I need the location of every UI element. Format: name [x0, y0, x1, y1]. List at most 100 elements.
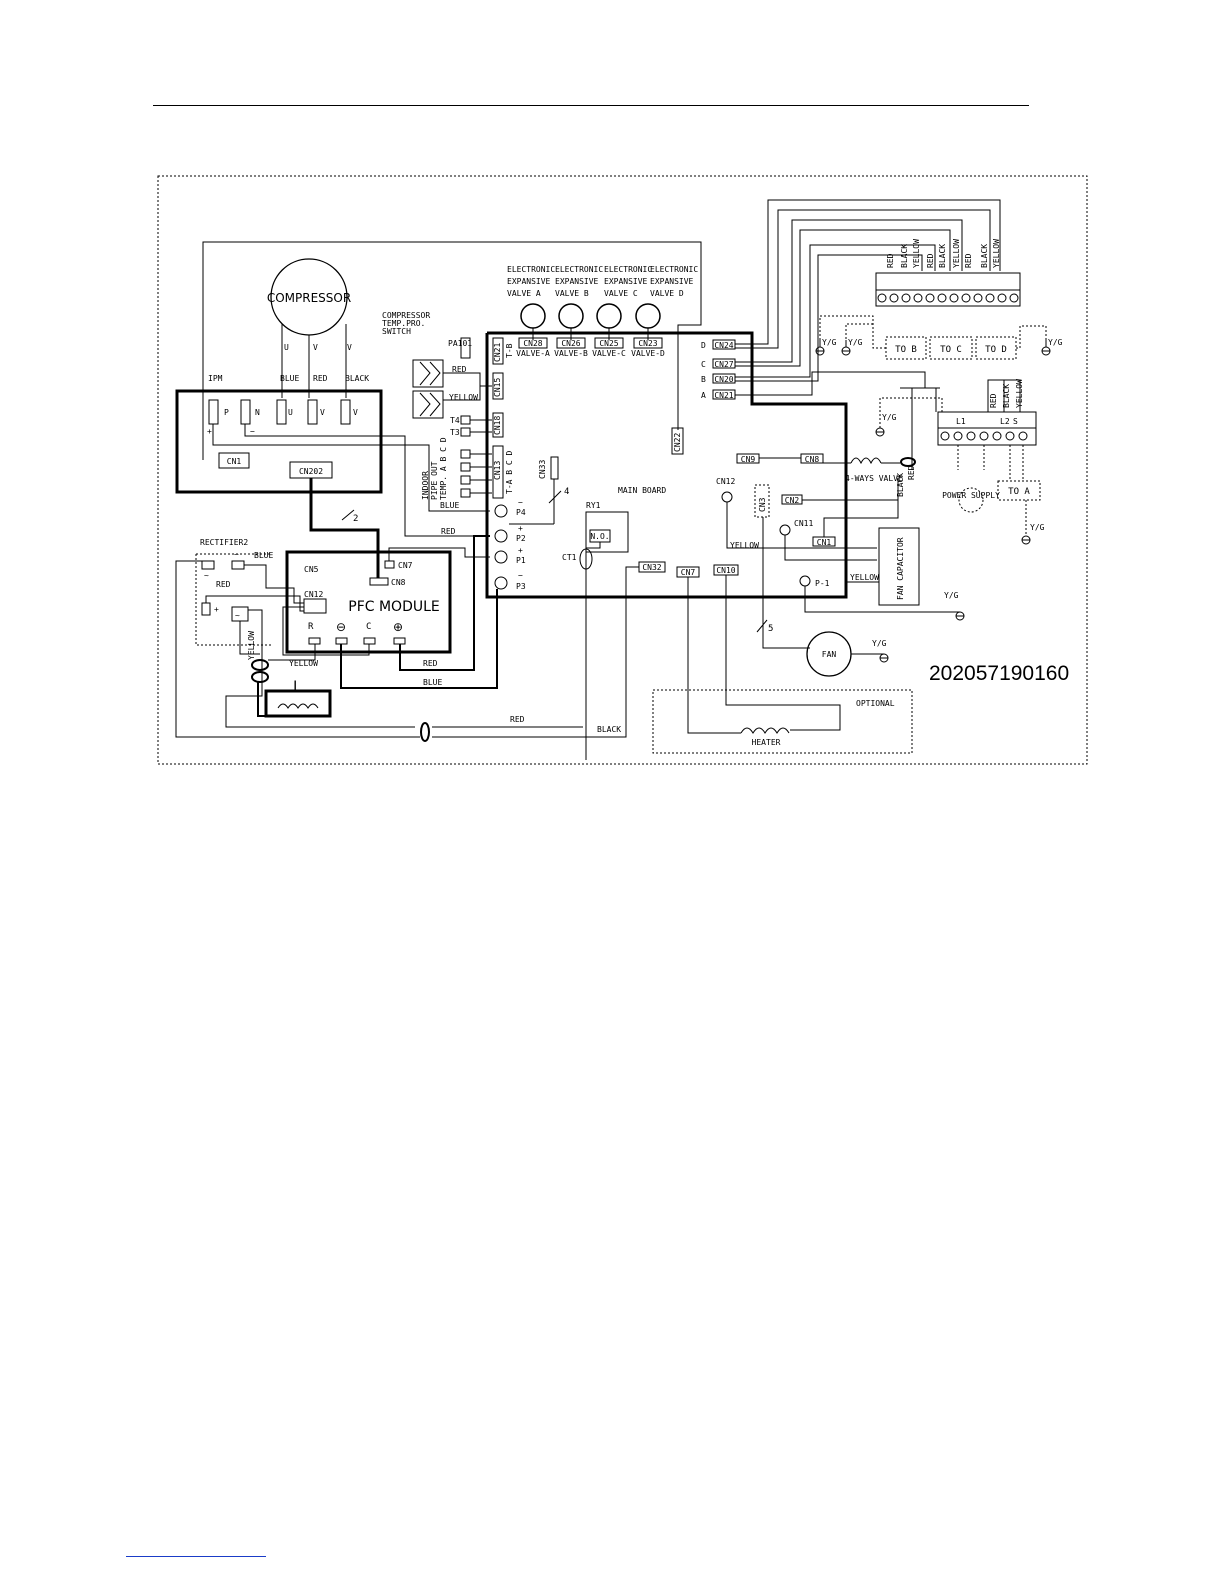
- compressor-switch-label-3: SWITCH: [382, 327, 411, 336]
- relay-red: [412, 359, 444, 388]
- reactor-yellow-label: YELLOW: [289, 659, 318, 668]
- branch-d-label: D: [701, 341, 706, 350]
- optional-heater-box: [652, 689, 913, 754]
- to-a-label: TO A: [1008, 487, 1030, 497]
- ground-icon: [1021, 535, 1031, 545]
- relay-red-label: RED: [452, 365, 467, 374]
- reactor-label: L: [293, 679, 301, 695]
- relay-yellow: [412, 390, 444, 419]
- ground-icon: [815, 340, 825, 356]
- cn20-label: CN20: [714, 375, 733, 384]
- ipm-cn1-label: CN1: [227, 457, 242, 466]
- svg-text:−: −: [518, 498, 523, 507]
- svg-text:+: +: [518, 546, 523, 555]
- svg-text:ELECTRONIC: ELECTRONIC: [555, 265, 603, 274]
- p4-blue-label: BLUE: [440, 501, 459, 510]
- pfc-c-label: C: [366, 622, 371, 632]
- cn32-label: CN32: [642, 563, 661, 572]
- ct1-label: CT1: [562, 553, 577, 562]
- cn10-label: CN10: [716, 566, 735, 575]
- svg-text:EXPANSIVE: EXPANSIVE: [555, 277, 599, 286]
- t3-label: T3: [450, 428, 460, 437]
- svg-text:EXPANSIVE: EXPANSIVE: [604, 277, 648, 286]
- ground-label-4: Y/G: [882, 413, 897, 422]
- pfc-cn7-label: CN7: [398, 561, 413, 570]
- top-term-red-3: RED: [964, 253, 973, 268]
- black-bottom-label: BLACK: [597, 725, 621, 734]
- ground-label-7: Y/G: [872, 639, 887, 648]
- indoor-pipe-label-3: TEMP. A B C D: [439, 437, 448, 500]
- branch-a-label: A: [701, 391, 706, 400]
- svg-text:VALVE-B: VALVE-B: [554, 349, 588, 358]
- cn25-label: CN25: [599, 339, 618, 348]
- bundle-5-label: 5: [768, 624, 773, 634]
- cn7-label: CN7: [681, 568, 696, 577]
- main-board: [485, 331, 848, 599]
- power-supply-label: POWER SUPPLY: [942, 491, 1000, 500]
- top-term-yellow-2: YELLOW: [952, 239, 961, 268]
- pfc-minus-symbol: ⊖: [336, 620, 346, 634]
- terminal-p1: [494, 550, 508, 564]
- svg-text:+: +: [207, 427, 212, 436]
- terminal-p4-label: P4: [516, 508, 526, 517]
- ground-label-2: Y/G: [848, 338, 863, 347]
- to-b-label: TO B: [895, 345, 917, 355]
- compressor-switch-label-2: TEMP.PRO.: [382, 319, 425, 328]
- top-term-black-1: BLACK: [900, 244, 909, 268]
- branch-c-label: C: [701, 360, 706, 369]
- cn8-label: CN8: [805, 455, 820, 464]
- page-header-rule: [153, 105, 1029, 106]
- ground-icon: [879, 653, 889, 663]
- ground-icon: [841, 340, 851, 356]
- fan-label: FAN: [822, 650, 837, 659]
- svg-text:ELECTRONIC: ELECTRONIC: [507, 265, 555, 274]
- pfc-blue-label: BLUE: [423, 678, 442, 687]
- main-term-red: RED: [989, 393, 998, 408]
- four-way-valve-coil: [850, 457, 882, 465]
- top-term-yellow-3: YELLOW: [992, 239, 1001, 268]
- cn12-label: CN12: [716, 477, 735, 486]
- compressor-label: COMPRESSOR: [267, 291, 351, 305]
- ipm-w-label: V: [353, 408, 358, 417]
- wire-red-label: RED: [313, 374, 328, 383]
- ipm-cn1-connector: [218, 452, 250, 469]
- rectifier-blue-label: BLUE: [254, 551, 273, 560]
- t4-label: T4: [450, 416, 460, 425]
- wire-blue-label: BLUE: [280, 374, 299, 383]
- ipm-v-label: V: [320, 408, 325, 417]
- svg-text:+: +: [214, 605, 219, 614]
- ground-label-5: Y/G: [1030, 523, 1045, 532]
- cn12-yellow-label: YELLOW: [730, 541, 759, 550]
- red-bottom-label: RED: [510, 715, 525, 724]
- svg-text:EXPANSIVE: EXPANSIVE: [507, 277, 551, 286]
- four-way-valve-label: 4-WAYS VALVE: [845, 474, 903, 483]
- svg-text:VALVE B: VALVE B: [555, 289, 589, 298]
- svg-text:VALVE-C: VALVE-C: [592, 349, 626, 358]
- ground-label-6: Y/G: [944, 591, 959, 600]
- to-a-box: [997, 480, 1041, 501]
- cn21b-label: CN21: [714, 391, 733, 400]
- ipm-p-label: P: [224, 408, 229, 417]
- footer-link-rule: [126, 1556, 266, 1557]
- valve-b: ELECTRONIC EXPANSIVE VALVE B CN26 VALVE-…: [554, 265, 603, 358]
- ipm-module: [175, 389, 383, 494]
- pfc-module-label: PFC MODULE: [348, 599, 440, 615]
- cn23-label: CN23: [638, 339, 657, 348]
- bundle-4-label: 4: [564, 487, 569, 497]
- compressor-u-label: U: [284, 343, 289, 352]
- cn24-label: CN24: [714, 341, 733, 350]
- valve-a: ELECTRONIC EXPANSIVE VALVE A CN28 VALVE-…: [507, 265, 555, 358]
- p-1-label: P-1: [815, 579, 830, 588]
- svg-text:EXPANSIVE: EXPANSIVE: [650, 277, 694, 286]
- to-d-box: [975, 336, 1017, 360]
- terminal-p1-label: P1: [516, 556, 526, 565]
- optional-label: OPTIONAL: [856, 699, 895, 708]
- ipm-u-label: U: [288, 408, 293, 417]
- pfc-plus-symbol: ⊕: [393, 620, 403, 634]
- branch-b-label: B: [701, 375, 706, 384]
- tb-label: T-B: [505, 343, 514, 358]
- to-c-label: TO C: [940, 345, 962, 355]
- main-term-black: BLACK: [1002, 384, 1011, 408]
- pfc-red-label: RED: [423, 659, 438, 668]
- main-term-l2: L2: [1000, 417, 1010, 426]
